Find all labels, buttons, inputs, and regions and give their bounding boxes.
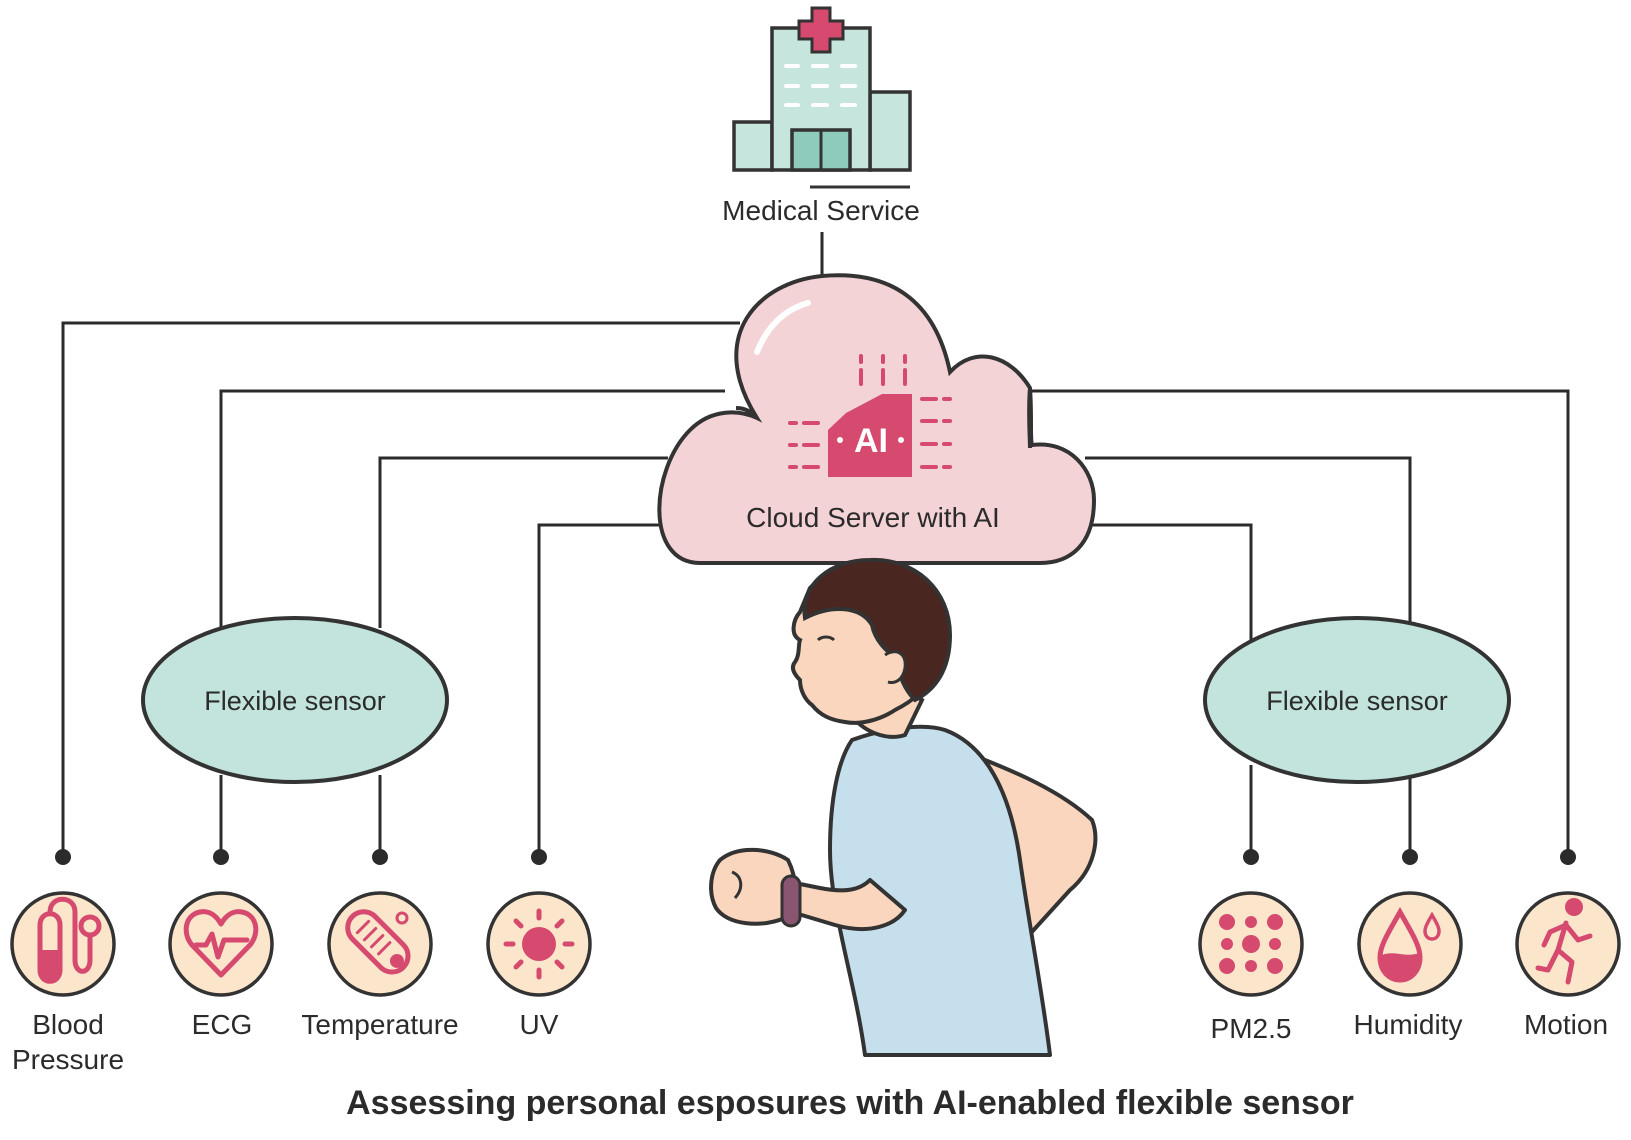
wire-right-hub-b	[1085, 456, 1412, 626]
ai-chip-label: AI	[854, 422, 888, 460]
connector-dot	[531, 849, 547, 865]
runner-figure	[709, 557, 1098, 1057]
heart-ecg-icon	[168, 891, 274, 997]
label-uv: UV	[520, 1009, 559, 1040]
wire-uv	[537, 523, 668, 855]
right-hub-label: Flexible sensor	[1266, 686, 1448, 716]
label-humidity: Humidity	[1354, 1009, 1463, 1040]
connector-dot	[372, 849, 388, 865]
connector-dot	[213, 849, 229, 865]
wire-left-hub-a	[219, 389, 725, 628]
wristband	[780, 874, 802, 928]
particles-icon	[1198, 891, 1304, 997]
medical-service-label: Medical Service	[722, 195, 920, 226]
wire-motion	[1015, 389, 1570, 855]
cloud-server-label: Cloud Server with AI	[746, 502, 1000, 533]
wire-left-hub-b	[378, 456, 668, 628]
label-pressure: Pressure	[12, 1044, 124, 1075]
left-hub-label: Flexible sensor	[204, 686, 386, 716]
wire-blood-pressure	[61, 321, 740, 855]
right-sensor-hub: Flexible sensor	[1203, 616, 1511, 784]
label-motion: Motion	[1524, 1009, 1608, 1040]
hospital-icon	[732, 6, 912, 189]
label-temperature: Temperature	[301, 1009, 458, 1040]
wire-right-hub-a	[1085, 523, 1253, 640]
connector-dot	[1560, 849, 1576, 865]
label-pm25: PM2.5	[1211, 1013, 1292, 1044]
figure-caption: Assessing personal esposures with AI-ena…	[346, 1084, 1354, 1122]
left-sensor-hub: Flexible sensor	[141, 616, 449, 784]
label-ecg: ECG	[192, 1009, 253, 1040]
connection-wires	[55, 232, 1576, 865]
running-icon	[1515, 891, 1621, 997]
label-blood: Blood	[32, 1009, 104, 1040]
connector-dot	[1243, 849, 1259, 865]
thermometer-icon	[327, 891, 433, 997]
connector-dot	[55, 849, 71, 865]
connector-dot	[1402, 849, 1418, 865]
sun-icon	[486, 891, 592, 997]
blood-pressure-icon	[10, 891, 116, 997]
droplet-icon	[1357, 891, 1463, 997]
ai-chip-icon: AI	[788, 354, 952, 477]
